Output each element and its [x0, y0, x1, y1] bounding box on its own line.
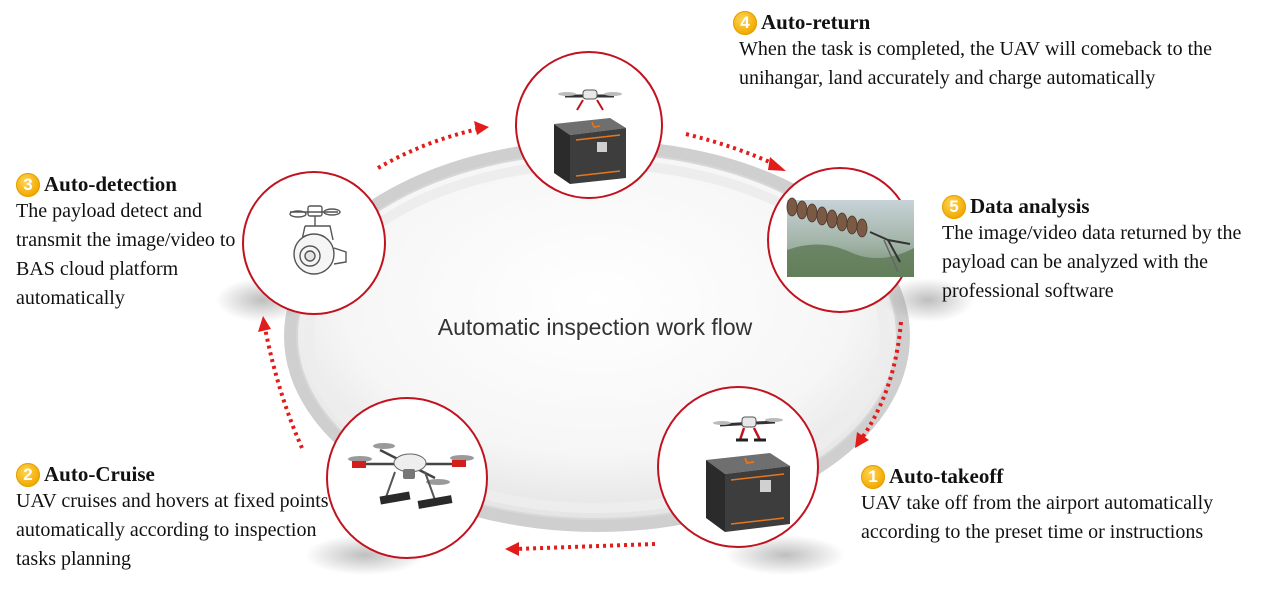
step-2-text: 2 Auto-Cruise UAV cruises and hovers at … [16, 462, 334, 574]
step-3-text: 3 Auto-detection The payload detect and … [16, 172, 261, 313]
step-4-title: Auto-return [761, 10, 871, 34]
arrow-4-to-5 [685, 132, 786, 171]
step-5-description: The image/video data returned by the pay… [942, 222, 1242, 302]
flow-arrows [258, 121, 903, 556]
step-2-number-badge: 2 [16, 462, 40, 487]
step-1-number-badge: 1 [861, 464, 885, 489]
power-line-insulator-photo-image [786, 197, 914, 277]
step-4-text: 4 Auto-return When the task is completed… [733, 10, 1233, 93]
step-3-number-badge: 3 [16, 172, 40, 197]
step-3-description: The payload detect and transmit the imag… [16, 200, 236, 309]
center-label: Automatic inspection work flow [437, 314, 753, 340]
step-4-circle [515, 51, 663, 199]
arrow-3-to-4 [377, 121, 489, 170]
step-5-circle [767, 167, 914, 313]
step-4-header: 4 Auto-return [733, 10, 1233, 35]
step-3-title: Auto-detection [44, 172, 177, 196]
step-1-description: UAV take off from the airport automatica… [861, 492, 1214, 543]
arrow-1-to-2 [505, 542, 656, 556]
step-5-text: 5 Data analysis The image/video data ret… [942, 194, 1252, 306]
step-5-title: Data analysis [970, 194, 1090, 218]
step-1-text: 1 Auto-takeoff UAV take off from the air… [861, 464, 1241, 547]
step-5-header: 5 Data analysis [942, 194, 1252, 219]
step-3-header: 3 Auto-detection [16, 172, 261, 197]
step-2-header: 2 Auto-Cruise [16, 462, 334, 487]
step-1-circle [657, 386, 819, 548]
uav-airport-hangar-image [706, 416, 790, 532]
step-1-title: Auto-takeoff [889, 464, 1004, 488]
step-4-description: When the task is completed, the UAV will… [739, 38, 1213, 89]
step-5-number-badge: 5 [942, 194, 966, 219]
step-1-header: 1 Auto-takeoff [861, 464, 1241, 489]
arrow-2-to-3 [258, 316, 304, 449]
quadcopter-drone-image [348, 443, 474, 509]
step-3-circle [242, 171, 386, 315]
gimbal-camera-payload-image [289, 205, 347, 275]
arrow-5-to-1 [855, 321, 903, 448]
step-2-description: UAV cruises and hovers at fixed points a… [16, 490, 329, 570]
uav-landing-on-hangar-image [554, 89, 626, 184]
step-2-circle [326, 397, 488, 559]
step-2-title: Auto-Cruise [44, 462, 155, 486]
step-4-number-badge: 4 [733, 10, 757, 35]
